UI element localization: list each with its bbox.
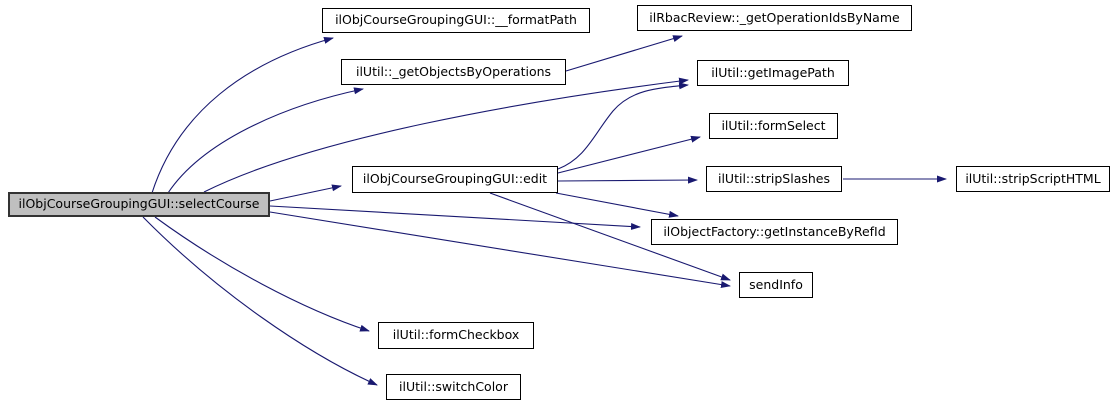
edge-getObjectsByOperations-to-getOperationIdsByName [565,35,683,72]
node-get-image-path[interactable]: ilUtil::getImagePath [697,60,849,86]
node-get-instance-by-ref-id[interactable]: ilObjectFactory::getInstanceByRefId [651,219,898,245]
edge-selectCourse-to-sendInfo [269,211,731,289]
node-send-info[interactable]: sendInfo [739,272,813,298]
edge-selectCourse-to-getInstanceByRefId [269,205,641,230]
edge-selectCourse-to-formatPath [151,37,334,194]
edge-edit-to-getInstanceByRefId [555,192,679,218]
edge-selectCourse-to-formCheckbox [154,216,370,332]
node-form-select[interactable]: ilUtil::formSelect [709,113,838,139]
node-get-objects-by-operations[interactable]: ilUtil::_getObjectsByOperations [341,59,566,85]
edge-selectCourse-to-edit [269,184,342,202]
node-form-checkbox[interactable]: ilUtil::formCheckbox [378,322,534,349]
edge-edit-to-sendInfo [489,192,731,281]
node-get-operation-ids-by-name[interactable]: ilRbacReview::_getOperationIdsByName [637,5,912,31]
node-edit[interactable]: ilObjCourseGroupingGUI::edit [352,166,558,193]
node-strip-slashes[interactable]: ilUtil::stripSlashes [706,166,842,192]
node-strip-script-html[interactable]: ilUtil::stripScriptHTML [956,166,1110,192]
edge-selectCourse-to-switchColor [142,216,378,386]
node-switch-color[interactable]: ilUtil::switchColor [386,374,521,400]
edge-edit-to-formSelect [557,135,701,174]
edge-edit-to-getImagePath [557,82,689,170]
edge-selectCourse-to-getImagePath [203,77,689,193]
edge-selectCourse-to-getObjectsByOperations [167,87,364,194]
node-select-course: ilObjCourseGroupingGUI::selectCourse [8,192,270,217]
node-format-path[interactable]: ilObjCourseGroupingGUI::__formatPath [322,8,590,33]
edge-edit-to-stripSlashes [557,176,698,184]
